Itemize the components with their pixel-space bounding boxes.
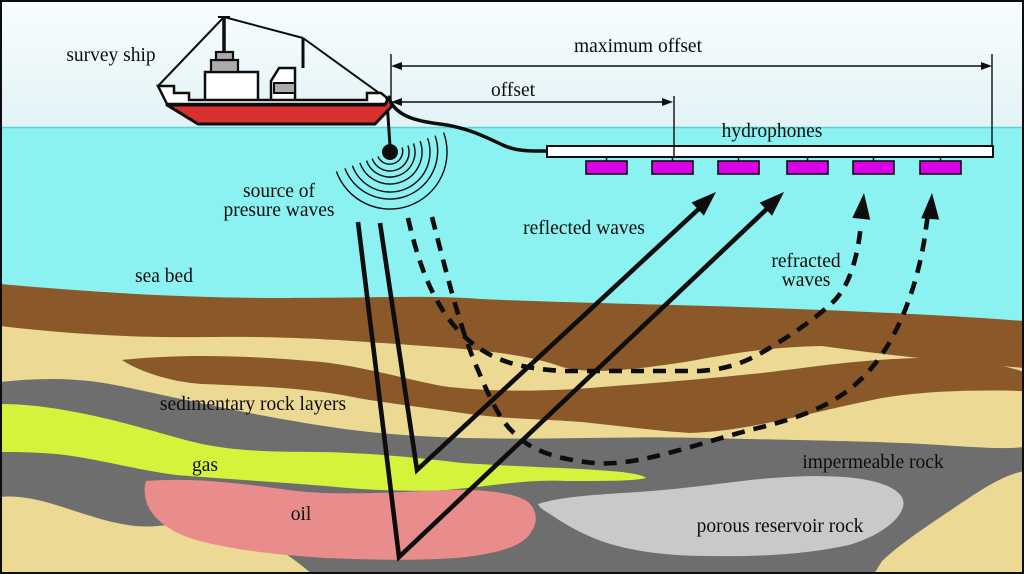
survey-ship — [155, 16, 394, 126]
hydrophone — [717, 160, 760, 175]
reflected-waves-label: reflected waves — [523, 218, 645, 239]
streamer-bar — [546, 145, 994, 158]
reflected-ray-shallow — [377, 203, 705, 475]
ship-funnel-cap — [214, 50, 235, 62]
impermeable-rock-label: impermeable rock — [802, 452, 944, 473]
source-label-line1: source of — [243, 181, 316, 202]
hydrophone — [919, 160, 962, 175]
oil-deposit — [144, 479, 536, 560]
porous-reservoir-rock — [538, 476, 904, 557]
maximum-offset-label: maximum offset — [574, 36, 703, 57]
porous-reservoir-rock-label: porous reservoir rock — [697, 516, 864, 537]
tow-cable — [388, 99, 549, 153]
refracted-ray-deep — [429, 206, 932, 466]
ship-rigging — [157, 16, 387, 99]
pressure-source-dot — [382, 144, 398, 160]
refracted-arrowhead-1 — [852, 193, 871, 220]
hydrophone — [852, 160, 895, 175]
hydrophone — [585, 160, 628, 175]
hydrophones-label: hydrophones — [722, 121, 823, 142]
measurement-arrowheads — [391, 62, 992, 106]
reflected-arrowhead-1 — [691, 192, 716, 216]
refracted-wave-rays — [405, 206, 932, 466]
refracted-arrowhead-2 — [921, 193, 940, 220]
reflected-ray-deep — [355, 203, 773, 562]
gas-deposit — [0, 404, 646, 491]
refracted-label-line1: refracted — [771, 251, 841, 272]
offset-label: offset — [491, 80, 536, 101]
diagram-labels: survey ship maximum offset offset hydrop… — [66, 36, 944, 537]
ship-aft-cabin-pad — [273, 82, 296, 94]
refracted-arrowheads — [852, 193, 940, 220]
oil-label: oil — [291, 504, 312, 525]
reflected-wave-rays — [355, 203, 773, 562]
reflected-arrowhead-2 — [759, 192, 784, 216]
hydrophone — [786, 160, 829, 175]
reflected-arrowheads — [691, 192, 784, 216]
refracted-label-line2: waves — [782, 270, 831, 291]
hydrophones-group — [585, 160, 962, 175]
ship-bridge-block — [209, 58, 240, 74]
source-label-line2: presure waves — [224, 200, 335, 221]
sea-bed-label: sea bed — [135, 266, 193, 287]
sedimentary-rock-layers-label: sedimentary rock layers — [160, 394, 346, 415]
ship-hull — [165, 95, 394, 126]
survey-ship-label: survey ship — [66, 45, 155, 66]
ship-deckhouse — [203, 70, 260, 103]
measurement-lines — [390, 54, 993, 157]
refracted-ray-shallow — [405, 217, 864, 374]
pressure-wave-arcs — [335, 132, 448, 210]
gas-label: gas — [192, 455, 218, 476]
hydrophone — [651, 160, 694, 175]
